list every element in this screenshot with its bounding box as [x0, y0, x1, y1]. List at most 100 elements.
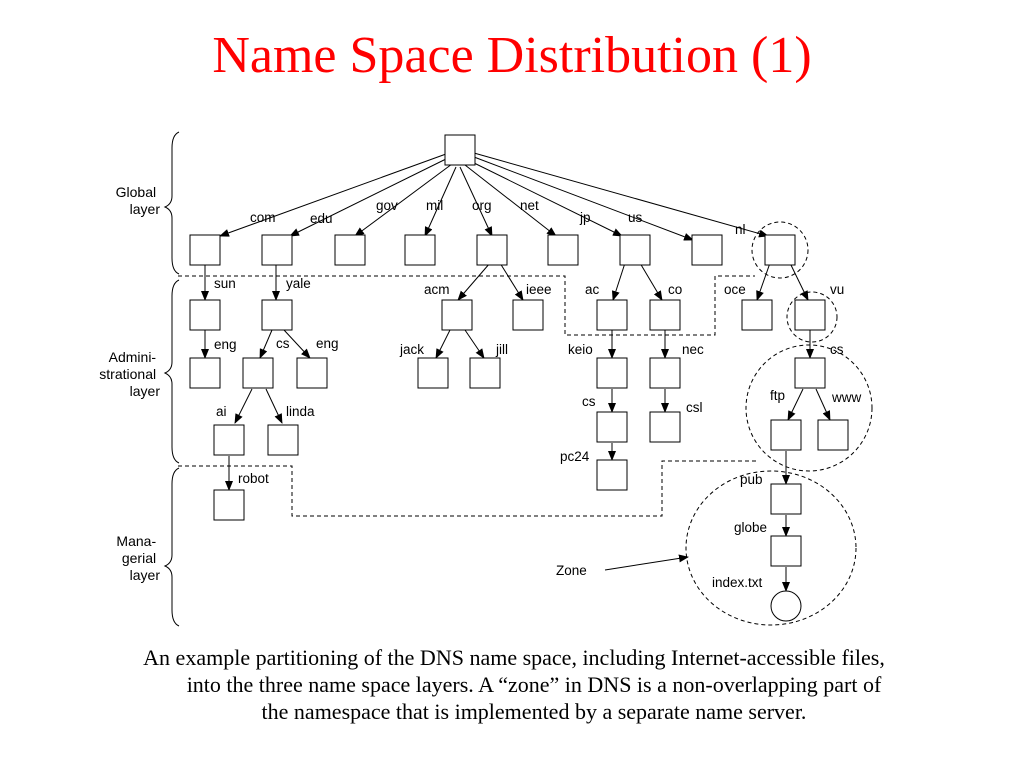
node-vu	[794, 299, 826, 331]
node-us	[691, 234, 723, 266]
tree-nodes	[189, 134, 849, 622]
label-jp: jp	[579, 210, 591, 225]
node-labels: com edu gov mil org net jp us nl sun yal…	[214, 198, 861, 590]
label-yale-eng: eng	[316, 336, 339, 351]
global-admin-boundary	[178, 275, 755, 336]
edge-nl-oce	[756, 262, 771, 301]
node-jack	[417, 357, 449, 389]
admin-layer-line3: layer	[130, 383, 161, 399]
node-linda	[267, 424, 299, 456]
node-yale	[261, 299, 293, 331]
global-layer-label: Global layer	[116, 184, 161, 217]
caption-line-2: into the three name space layers. A “zon…	[186, 672, 882, 697]
label-com: com	[250, 210, 276, 225]
edge-vucs-ftp	[787, 388, 804, 421]
node-jp	[619, 234, 651, 266]
label-keio: keio	[568, 342, 593, 357]
edge-cs-linda	[265, 388, 283, 424]
node-edu	[261, 234, 293, 266]
node-oce	[741, 299, 773, 331]
edge-cs-ai	[234, 388, 253, 424]
node-co	[649, 299, 681, 331]
dns-namespace-diagram: Global layer Admini- strational layer Ma…	[99, 131, 873, 627]
edge-zone-pointer	[604, 554, 689, 571]
label-robot: robot	[238, 471, 269, 486]
label-acm: acm	[424, 282, 450, 297]
zone-nl	[751, 221, 809, 279]
zone-vu-cs	[745, 344, 873, 472]
label-ftp: ftp	[770, 388, 785, 403]
node-csl	[649, 411, 681, 443]
edge-yale-eng	[283, 329, 311, 359]
edge-root-org	[459, 166, 493, 237]
edge-nl-vu	[789, 262, 809, 301]
managerial-layer-line1: Mana-	[116, 533, 156, 549]
layer-braces	[163, 131, 180, 627]
label-nl: nl	[735, 222, 746, 237]
label-jill: jill	[495, 342, 508, 357]
managerial-layer-label: Mana- gerial layer	[116, 533, 160, 583]
label-org: org	[472, 198, 492, 213]
node-keio	[596, 357, 628, 389]
label-www: www	[831, 390, 861, 405]
administrational-brace	[163, 279, 180, 464]
label-index-txt: index.txt	[712, 575, 763, 590]
node-globe	[770, 535, 802, 567]
edge-vucs-www	[815, 388, 831, 421]
node-nl	[764, 234, 796, 266]
managerial-layer-line2: gerial	[122, 550, 156, 566]
node-acm	[441, 299, 473, 331]
node-org	[476, 234, 508, 266]
label-vu: vu	[830, 282, 844, 297]
node-index-txt	[770, 590, 802, 622]
edge-acm-jill	[464, 329, 485, 359]
label-mil: mil	[426, 198, 443, 213]
managerial-brace	[163, 467, 180, 627]
edge-org-acm	[457, 262, 491, 301]
label-zone: Zone	[556, 563, 587, 578]
label-nec: nec	[682, 342, 704, 357]
node-keio-cs	[596, 411, 628, 443]
label-globe: globe	[734, 520, 767, 535]
node-vu-cs	[794, 357, 826, 389]
label-us: us	[628, 210, 643, 225]
label-co: co	[668, 282, 682, 297]
label-net: net	[520, 198, 539, 213]
caption-line-1: An example partitioning of the DNS name …	[143, 645, 885, 670]
edge-root-gov	[354, 163, 453, 237]
node-mil	[404, 234, 436, 266]
label-ai: ai	[216, 404, 227, 419]
layer-boundaries	[178, 275, 758, 517]
edge-root-com	[219, 153, 447, 237]
global-layer-line2: layer	[130, 201, 161, 217]
tree-edges	[201, 152, 831, 592]
zone-vu	[786, 291, 838, 343]
caption-line-3: the namespace that is implemented by a s…	[261, 699, 807, 724]
node-www	[817, 419, 849, 451]
caption: An example partitioning of the DNS name …	[30, 644, 998, 725]
node-robot	[213, 489, 245, 521]
admin-layer-line2: strational	[99, 366, 156, 382]
node-yale-cs	[242, 357, 274, 389]
label-pub: pub	[740, 472, 763, 487]
label-oce: oce	[724, 282, 746, 297]
node-gov	[334, 234, 366, 266]
label-linda: linda	[286, 404, 315, 419]
edge-root-us	[473, 156, 694, 241]
administrational-layer-label: Admini- strational layer	[99, 349, 160, 399]
node-nec	[649, 357, 681, 389]
global-brace	[163, 131, 180, 275]
label-edu: edu	[310, 211, 333, 226]
node-ac	[596, 299, 628, 331]
edge-us-ac	[611, 262, 626, 301]
node-ieee	[512, 299, 544, 331]
edge-root-edu	[289, 157, 449, 237]
label-gov: gov	[376, 198, 398, 213]
label-pc24: pc24	[560, 449, 590, 464]
node-sun-eng	[189, 357, 221, 389]
label-csl: csl	[686, 400, 703, 415]
label-yale: yale	[286, 276, 311, 291]
admin-managerial-boundary	[178, 460, 758, 517]
node-ftp	[770, 419, 802, 451]
edge-org-ieee	[499, 262, 524, 301]
